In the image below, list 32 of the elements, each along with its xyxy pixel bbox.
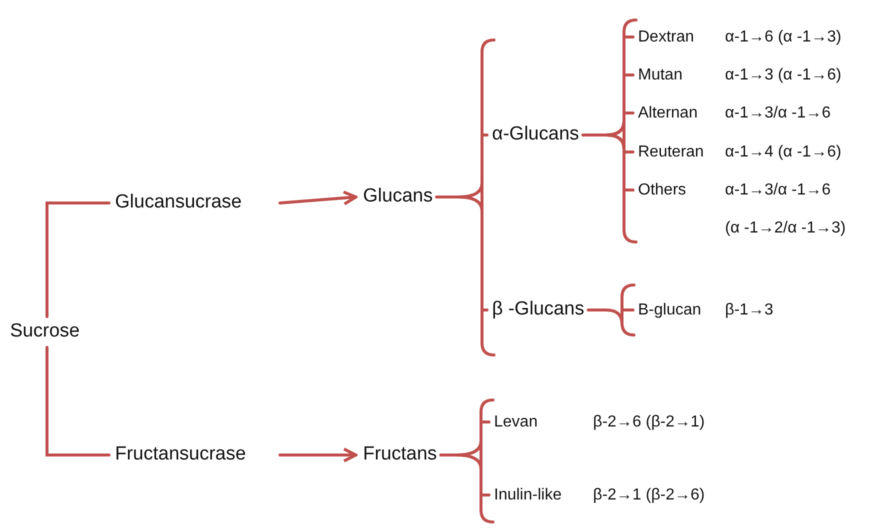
linkage-label: β-2→6 (β-2→1) [593,412,705,432]
linkage-label: β-1→3 [725,300,774,320]
node-label: Sucrose [10,320,80,344]
node-label: α-Glucans [492,124,580,146]
node-label: Levan [494,412,538,432]
connector-line [435,196,488,312]
connector-line [46,202,110,318]
connector-line [582,134,634,192]
connector-line [439,454,490,496]
node-label: Alternan [638,103,698,123]
node-label: Fructans [363,444,437,466]
linkage-label: α-1→3 (α -1→6) [725,65,842,85]
node-label: Inulin-like [494,485,562,505]
linkage-label: β-2→1 (β-2→6) [593,485,705,505]
node-label: Mutan [638,65,682,85]
connector-line [586,308,634,326]
node-label: β -Glucans [492,298,584,322]
linkage-label: α-1→3/α -1→6 [725,103,831,123]
node-label: B-glucan [638,300,702,320]
node-label: Others [638,180,686,200]
node-label: Reuteran [638,142,704,162]
linkage-label: α-1→3/α -1→6 [725,180,831,200]
linkage-label: α-1→4 (α -1→6) [725,142,842,162]
linkage-label: (α -1→2/α -1→3) [725,218,846,238]
node-label: Glucansucrase [115,192,242,214]
node-label: Dextran [638,27,694,47]
connector-line [46,346,110,456]
arrow [278,190,358,206]
linkage-label: α-1→6 (α -1→3) [725,27,842,47]
arrow [278,448,358,462]
node-label: Fructansucrase [115,444,246,466]
node-label: Glucans [363,186,433,208]
